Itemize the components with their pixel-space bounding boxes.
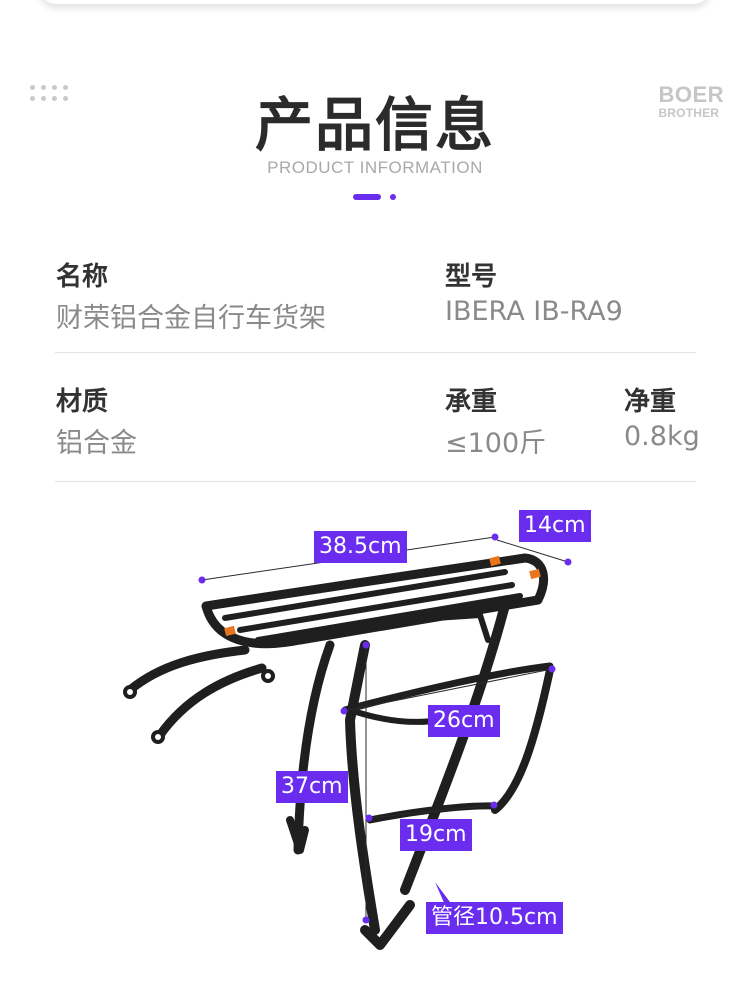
material-label: 材质 (56, 387, 109, 417)
weight-label: 净重 (624, 387, 677, 417)
model-label: 型号 (445, 262, 498, 292)
name-value: 财荣铝合金自行车货架 (56, 303, 326, 334)
page-title: 产品信息 (254, 91, 495, 159)
tube-diameter-dimension: 管径10.5cm (426, 902, 563, 934)
top-card-edge (40, 0, 710, 4)
decorative-dots (30, 85, 70, 103)
bottom-width-dimension: 26cm (428, 705, 500, 737)
load-value: ≤100斤 (445, 428, 547, 459)
weight-value: 0.8kg (624, 421, 700, 452)
brand-logo: BOER BROTHER (658, 82, 724, 120)
load-label: 承重 (445, 387, 498, 417)
top-width-dimension: 14cm (519, 510, 591, 542)
material-value: 铝合金 (56, 428, 137, 459)
length-dimension: 38.5cm (314, 531, 407, 563)
lower-width-dimension: 19cm (400, 819, 472, 851)
divider (55, 481, 696, 482)
brand-line-1: BOER (658, 82, 724, 107)
divider (55, 352, 696, 353)
name-label: 名称 (56, 262, 109, 292)
page-subtitle: PRODUCT INFORMATION (267, 158, 483, 177)
model-value: IBERA IB-RA9 (445, 296, 623, 327)
height-dimension: 37cm (276, 771, 348, 803)
brand-line-2: BROTHER (658, 106, 720, 120)
